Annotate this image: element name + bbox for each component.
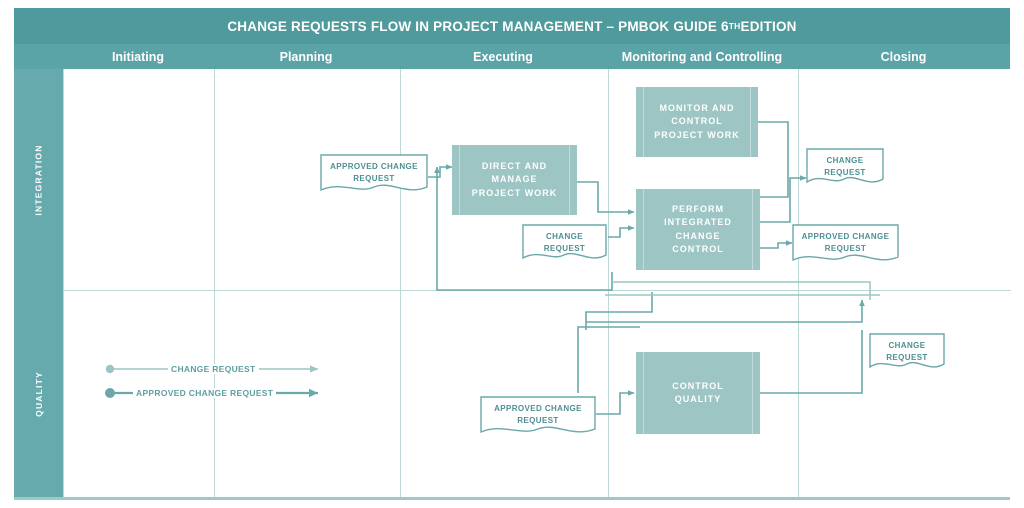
document-line-1: APPROVED CHANGE <box>330 162 418 171</box>
column-divider-executing-monitoring <box>608 69 609 498</box>
knowledge-area-quality: QUALITY <box>14 290 63 498</box>
phase-header-executing: Executing <box>473 49 533 64</box>
diagram-title-text: CHANGE REQUESTS FLOW IN PROJECT MANAGEME… <box>227 18 729 34</box>
legend-label-change-request: CHANGE REQUEST <box>168 364 259 374</box>
document-line-2: REQUEST <box>517 415 559 425</box>
knowledge-area-integration-label: INTEGRATION <box>33 143 44 216</box>
document-approved-change-request-planning[interactable]: APPROVED CHANGE REQUEST <box>320 154 428 198</box>
document-shape-icon <box>806 148 884 184</box>
diagram-title-suffix: EDITION <box>740 18 797 34</box>
document-line-1: CHANGE <box>545 232 584 241</box>
process-control-quality-label: CONTROL QUALITY <box>672 380 724 405</box>
diagram-bottom-rule <box>14 497 1010 500</box>
document-shape-icon <box>869 333 945 369</box>
process-monitor-and-control-project-work[interactable]: MONITOR AND CONTROL PROJECT WORK <box>636 87 758 157</box>
document-label: CHANGE REQUEST <box>869 333 945 363</box>
document-line-1: APPROVED CHANGE <box>494 404 582 413</box>
document-shape-icon <box>320 154 428 192</box>
document-line-2: REQUEST <box>353 173 395 183</box>
phase-header-row: Initiating Planning Executing Monitoring… <box>14 44 1010 69</box>
document-line-2: REQUEST <box>886 352 928 362</box>
process-control-quality[interactable]: CONTROL QUALITY <box>636 352 760 434</box>
phase-header-monitoring-and-controlling: Monitoring and Controlling <box>621 49 783 64</box>
document-label: APPROVED CHANGE REQUEST <box>320 154 428 184</box>
document-line-1: CHANGE <box>826 156 864 165</box>
document-shape-icon <box>480 396 596 434</box>
document-change-request-closing[interactable]: CHANGE REQUEST <box>806 148 884 190</box>
document-approved-change-request-quality[interactable]: APPROVED CHANGE REQUEST <box>480 396 596 440</box>
diagram-title: CHANGE REQUESTS FLOW IN PROJECT MANAGEME… <box>14 8 1010 44</box>
process-direct-and-manage-project-work-label: DIRECT AND MANAGE PROJECT WORK <box>471 160 558 198</box>
document-line-2: REQUEST <box>543 243 586 253</box>
document-line-1: CHANGE <box>888 341 926 350</box>
column-divider-initiating-planning <box>214 69 215 498</box>
phase-header-closing: Closing <box>880 49 927 64</box>
column-divider-monitoring-closing <box>798 69 799 498</box>
knowledge-area-quality-label: QUALITY <box>33 371 44 417</box>
document-line-2: REQUEST <box>824 243 867 253</box>
document-label: CHANGE REQUEST <box>806 148 884 178</box>
document-label: APPROVED CHANGE REQUEST <box>480 396 596 426</box>
document-line-2: REQUEST <box>824 167 866 177</box>
phase-header-initiating: Initiating <box>111 49 165 64</box>
process-perform-integrated-change-control[interactable]: PERFORM INTEGRATED CHANGE CONTROL <box>636 189 760 270</box>
document-approved-change-request-closing[interactable]: APPROVED CHANGE REQUEST <box>792 224 899 268</box>
document-shape-icon <box>792 224 899 262</box>
process-monitor-and-control-project-work-label: MONITOR AND CONTROL PROJECT WORK <box>654 102 740 140</box>
process-perform-integrated-change-control-label: PERFORM INTEGRATED CHANGE CONTROL <box>664 203 732 255</box>
document-label: CHANGE REQUEST <box>522 224 607 254</box>
document-change-request-executing[interactable]: CHANGE REQUEST <box>522 224 607 266</box>
process-direct-and-manage-project-work[interactable]: DIRECT AND MANAGE PROJECT WORK <box>452 145 577 215</box>
phase-header-planning: Planning <box>279 49 333 64</box>
document-change-request-quality-closing[interactable]: CHANGE REQUEST <box>869 333 945 375</box>
diagram-title-superscript: TH <box>728 21 741 31</box>
document-line-1: APPROVED CHANGE <box>801 232 890 241</box>
knowledge-area-integration: INTEGRATION <box>14 69 63 290</box>
column-divider-planning-executing <box>400 69 401 498</box>
document-label: APPROVED CHANGE REQUEST <box>792 224 899 254</box>
phase-header-spacer <box>14 44 63 69</box>
document-shape-icon <box>522 224 607 260</box>
row-divider-integration-quality <box>64 290 1011 291</box>
legend-label-approved-change-request: APPROVED CHANGE REQUEST <box>133 388 277 398</box>
